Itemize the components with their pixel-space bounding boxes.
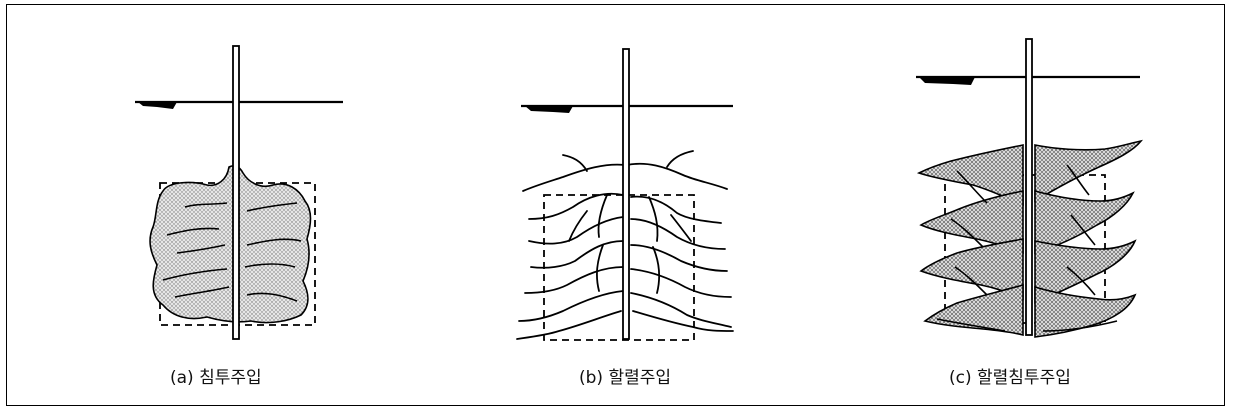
ground-hatch [525,106,573,113]
injection-pipe [622,48,630,340]
grout-lenses [916,139,1143,338]
secondary-fractures [936,164,1118,332]
figure-frame: (a) 침투주입 (b) 할렬주입 (c) 할렬침투주입 [6,4,1225,406]
caption-b: (b) 할렬주입 [579,368,672,388]
fracture-veins [516,150,734,340]
panel-a-diagram [135,45,343,340]
caption-c: (c) 할렬침투주입 [949,368,1071,388]
grouting-diagrams [135,38,1143,341]
internal-cracks [162,202,302,302]
injection-pipe [232,45,240,340]
grout-bulb [149,165,312,324]
panel-b-diagram [516,48,734,341]
caption-a: (a) 침투주입 [170,368,262,388]
ground-hatch [138,102,177,109]
panel-c-diagram [916,38,1143,338]
injection-pipe [1025,38,1033,336]
ground-hatch [919,77,975,85]
